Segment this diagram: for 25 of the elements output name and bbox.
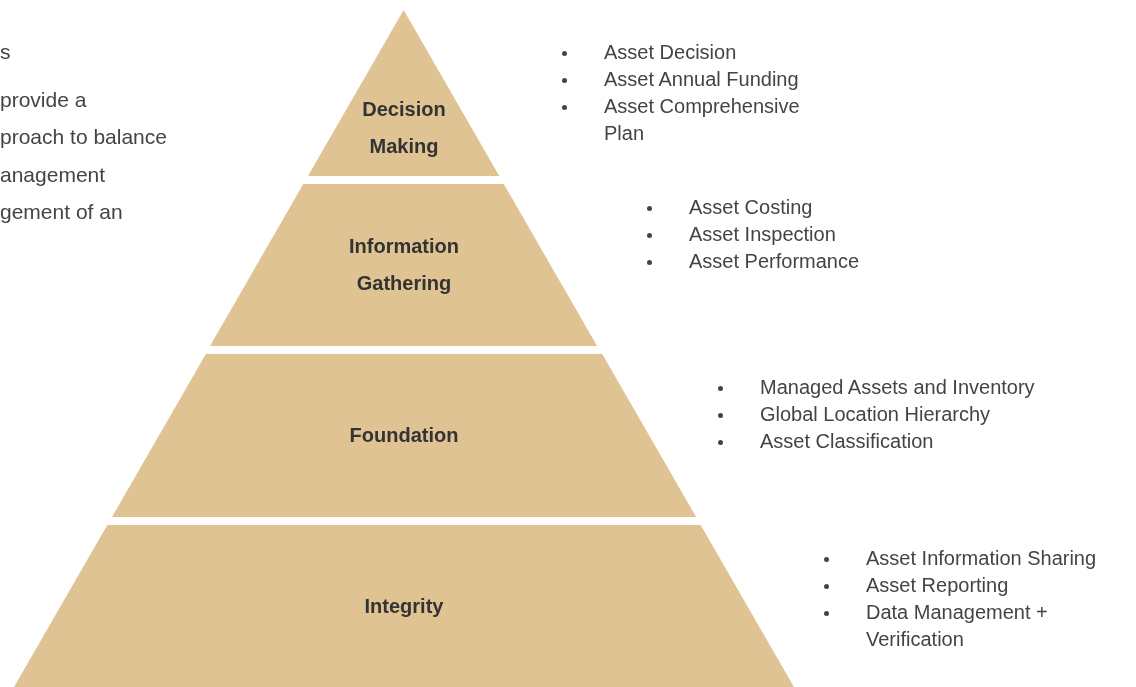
bullet-item: Asset Comprehensive Plan: [560, 93, 825, 147]
body-text-line: anagement: [0, 163, 106, 187]
pyramid-tier: [308, 10, 500, 176]
bullet-item: Asset Information Sharing: [822, 545, 1132, 572]
bullet-item: Asset Decision: [560, 39, 825, 66]
bullet-item: Asset Classification: [716, 428, 1096, 455]
bullet-item: Global Location Hierarchy: [716, 401, 1096, 428]
bullet-item: Asset Performance: [645, 248, 925, 275]
body-text-line: gement of an: [0, 200, 123, 224]
body-text-line: provide a: [0, 88, 87, 112]
pyramid-tier: [14, 525, 794, 687]
bullet-item: Asset Inspection: [645, 221, 925, 248]
body-text-line: proach to balance: [0, 125, 167, 149]
bullet-item: Asset Annual Funding: [560, 66, 825, 93]
tier-label: Decision Making: [361, 97, 447, 159]
tier-label: Integrity: [363, 593, 445, 619]
tier-label: Information Gathering: [348, 234, 460, 296]
bullet-item: Asset Reporting: [822, 572, 1132, 599]
bullet-item: Asset Costing: [645, 194, 925, 221]
bullet-item: Managed Assets and Inventory: [716, 374, 1096, 401]
bullet-item: Data Management + Verification: [822, 599, 1132, 653]
heading-fragment: s: [0, 40, 11, 64]
pyramid-tier: [210, 184, 598, 346]
pyramid-tier: [111, 354, 697, 517]
tier-label: Foundation: [348, 423, 460, 448]
